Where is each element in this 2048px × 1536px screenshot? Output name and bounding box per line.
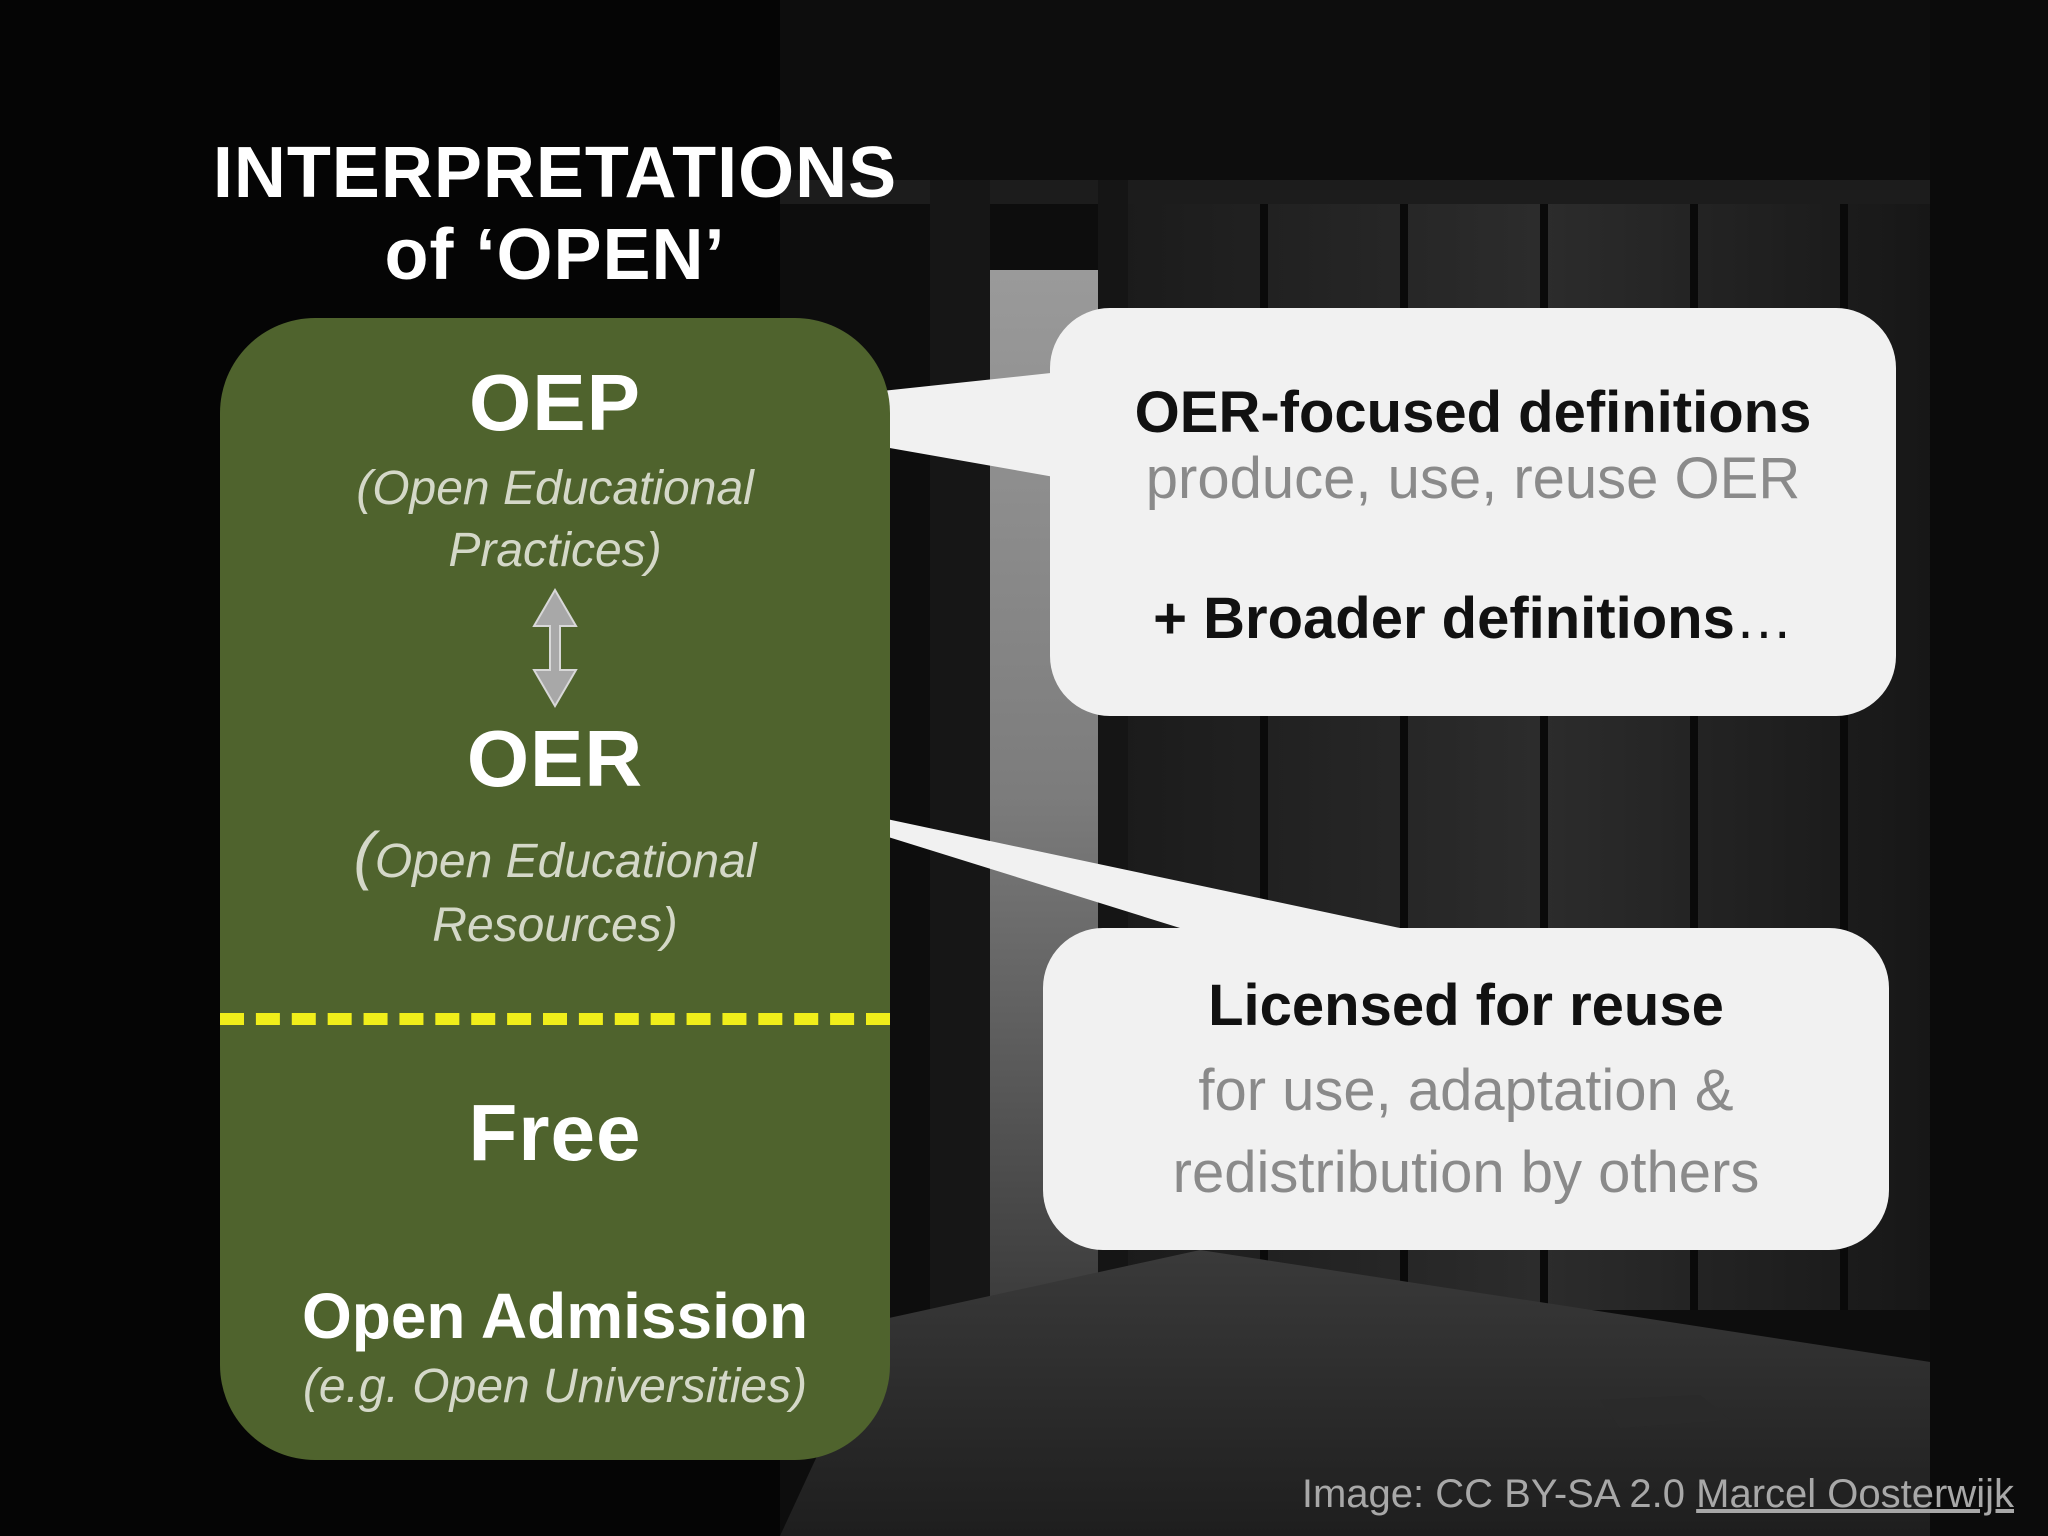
up-down-arrow-icon <box>532 588 578 708</box>
free-heading: Free <box>468 1088 642 1177</box>
callout-top-body: produce, use, reuse OER <box>1145 446 1801 511</box>
callout-bottom-body: for use, adaptation & redistribution by … <box>1043 1050 1889 1214</box>
callout-top-heading: OER-focused definitions <box>1134 380 1812 445</box>
oep-heading: OEP <box>469 358 641 447</box>
image-credit-author-link[interactable]: Marcel Oosterwijk <box>1696 1472 2014 1516</box>
callout-top-broader-text: + Broader definitions <box>1153 586 1735 651</box>
image-credit: Image: CC BY-SA 2.0 Marcel Oosterwijk <box>1302 1470 2014 1518</box>
oep-subtitle-line-2: Practices) <box>448 524 662 577</box>
oer-heading: OER <box>466 714 644 803</box>
callout-bottom-body-line-1: for use, adaptation & <box>1198 1058 1734 1123</box>
dashed-divider <box>220 1013 890 1025</box>
oer-subtitle-line-1: (Open Educational <box>220 823 890 894</box>
oer-subtitle-line-2: Resources) <box>432 899 678 952</box>
callout-licensed-for-reuse: Licensed for reuse for use, adaptation &… <box>1043 928 1889 1250</box>
callout-bottom-heading: Licensed for reuse <box>1208 973 1724 1038</box>
callout-oer-focused: OER-focused definitions produce, use, re… <box>1050 308 1896 716</box>
oer-open-paren: ( <box>353 819 375 891</box>
callout-top-broader: + Broader definitions… <box>1050 586 1896 652</box>
slide-title: INTERPRETATIONS of ‘OPEN’ <box>130 132 980 296</box>
oer-subtitle-text: Open Educational <box>374 835 757 888</box>
oep-subtitle: (Open Educational Practices) <box>220 458 890 582</box>
oer-subtitle: (Open Educational Resources) <box>220 823 890 958</box>
slide-title-line-2: of ‘OPEN’ <box>384 215 726 295</box>
oep-subtitle-line-1: (Open Educational <box>356 462 754 515</box>
open-admission-heading: Open Admission <box>301 1280 809 1352</box>
callout-top-ellipsis: … <box>1734 586 1793 651</box>
open-admission-subtitle: (e.g. Open Universities) <box>302 1360 808 1413</box>
slide-title-line-1: INTERPRETATIONS <box>212 133 898 213</box>
image-credit-prefix: Image: CC BY-SA 2.0 <box>1301 1472 1697 1516</box>
callout-bottom-body-line-2: redistribution by others <box>1172 1140 1760 1205</box>
open-interpretations-panel: OEP (Open Educational Practices) OER (Op… <box>220 318 890 1460</box>
